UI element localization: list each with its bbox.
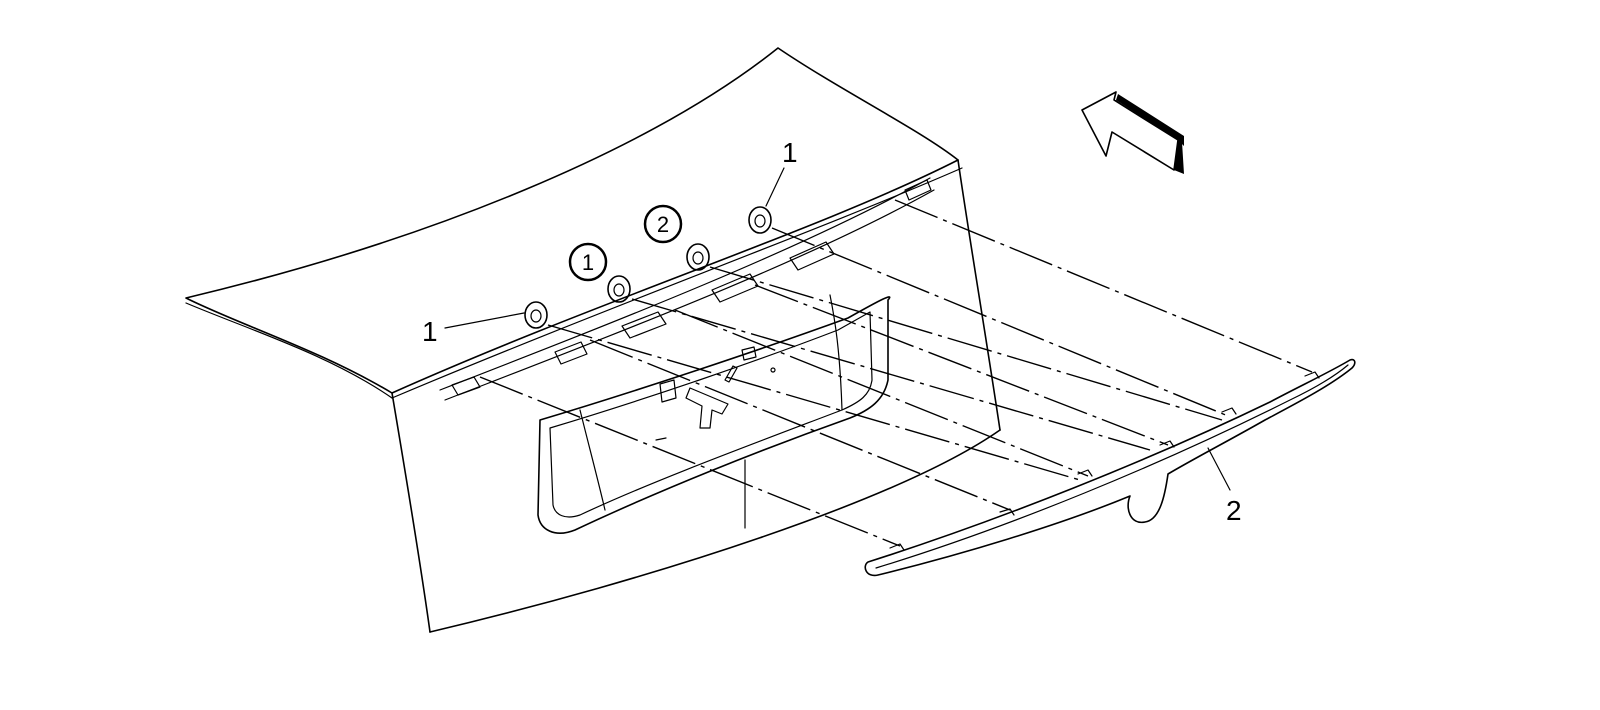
rear-spoiler — [864, 358, 1356, 577]
grommet-left — [524, 301, 548, 329]
callout-1-left: 1 — [422, 316, 438, 347]
circled-callout-2: 2 — [643, 204, 683, 244]
assembly-lines — [479, 199, 1313, 547]
callout-2-spoiler: 2 — [1226, 495, 1242, 526]
circled-callout-1-text: 1 — [582, 250, 594, 275]
circled-callout-1: 1 — [568, 242, 608, 282]
callout-1-top: 1 — [782, 137, 798, 168]
leader-lines — [444, 167, 1231, 491]
trunk-lid — [185, 47, 1001, 633]
grommet-right — [748, 206, 772, 234]
grommet-center-right — [686, 243, 710, 271]
circled-callout-2-text: 2 — [657, 212, 669, 237]
grommet-center-left — [607, 275, 631, 303]
view-direction-arrow-icon — [1081, 91, 1184, 174]
